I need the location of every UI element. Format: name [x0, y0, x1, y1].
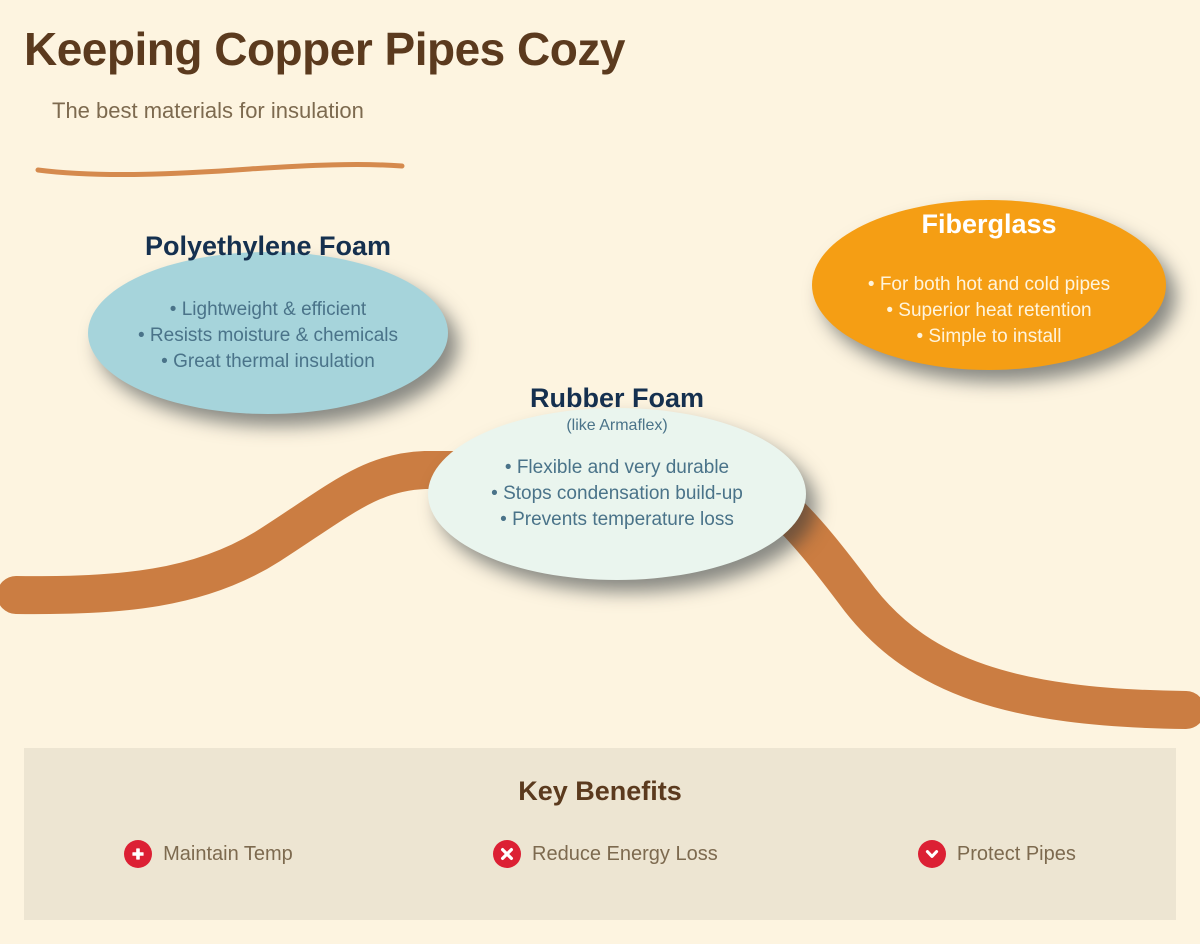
- material-subtitle-rubber-foam: (like Armaflex): [566, 417, 668, 434]
- x-circle-icon: [493, 840, 522, 868]
- material-title-polyethylene-foam: Polyethylene Foam: [144, 231, 392, 261]
- benefit-label: Maintain Temp: [163, 842, 293, 865]
- material-bullet: • Lightweight & efficient: [169, 299, 367, 320]
- material-bullet: • Stops condensation build-up: [491, 483, 743, 505]
- material-card-polyethylene-foam: Polyethylene Foam • Lightweight & effici…: [88, 231, 448, 414]
- material-bullet: • Superior heat retention: [886, 300, 1092, 322]
- material-bullets-fiberglass: • For both hot and cold pipes • Superior…: [812, 272, 1166, 351]
- material-card-rubber-foam: Rubber Foam (like Armaflex) • Flexible a…: [428, 383, 806, 580]
- material-bullets-rubber-foam: • Flexible and very durable • Stops cond…: [428, 455, 806, 534]
- material-bullet: • Resists moisture & chemicals: [137, 325, 399, 347]
- accent-underline: [35, 162, 405, 178]
- page-subtitle: The best materials for insulation: [52, 98, 364, 123]
- material-bullet: • Great thermal insulation: [161, 351, 375, 373]
- material-bullet: • Flexible and very durable: [504, 457, 730, 478]
- benefit-item-maintain-temp: Maintain Temp: [124, 840, 293, 868]
- plus-circle-icon: [124, 840, 153, 868]
- material-bullet: • Simple to install: [916, 326, 1062, 348]
- key-benefits-panel: Key Benefits Maintain Temp Reduce Ene: [24, 748, 1176, 920]
- key-benefits-title: Key Benefits: [518, 776, 682, 806]
- benefit-item-protect-pipes: Protect Pipes: [917, 840, 1076, 868]
- key-benefits-row: Maintain Temp Reduce Energy Loss Protect…: [24, 840, 1176, 868]
- material-title-rubber-foam: Rubber Foam: [529, 383, 704, 413]
- benefit-label: Reduce Energy Loss: [532, 842, 718, 865]
- material-bullet: • For both hot and cold pipes: [867, 274, 1111, 295]
- chevron-down-circle-icon: [917, 840, 946, 868]
- material-bullet: • Prevents temperature loss: [500, 509, 734, 531]
- material-card-fiberglass: Fiberglass • For both hot and cold pipes…: [812, 200, 1166, 370]
- material-title-fiberglass: Fiberglass: [921, 209, 1057, 239]
- benefit-label: Protect Pipes: [956, 842, 1076, 865]
- page-title: Keeping Copper Pipes Cozy: [24, 23, 625, 75]
- material-bullets-polyethylene-foam: • Lightweight & efficient • Resists mois…: [88, 297, 448, 376]
- benefit-item-reduce-energy-loss: Reduce Energy Loss: [493, 840, 718, 868]
